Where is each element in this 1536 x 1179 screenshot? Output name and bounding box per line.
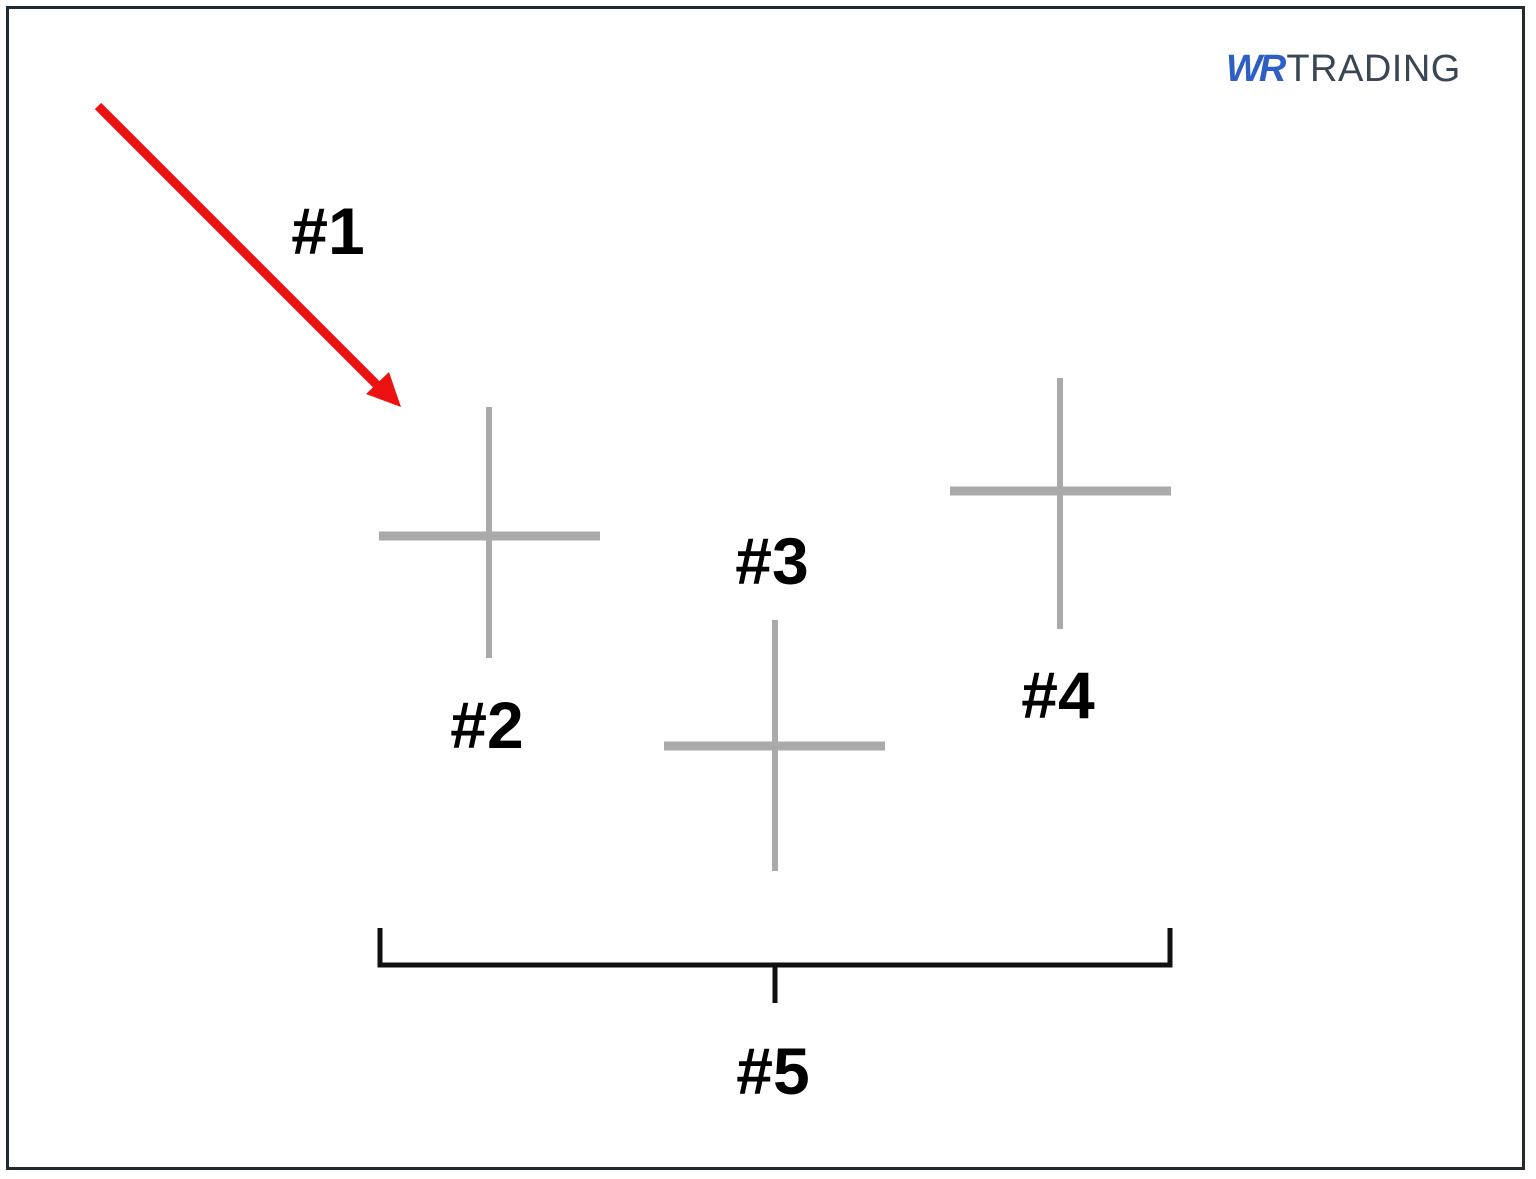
red-arrow [94, 102, 401, 407]
label-step-2: #2 [450, 688, 524, 762]
bracket-5-body [377, 928, 1173, 968]
label-step-1: #1 [291, 194, 365, 268]
cross-2 [379, 407, 600, 658]
logo-mark: WR [1226, 48, 1286, 90]
diagram-frame [6, 6, 1525, 1170]
label-step-3: #3 [735, 524, 809, 598]
red-arrow-shaft [94, 102, 388, 396]
label-step-5: #5 [736, 1034, 810, 1108]
cross-3 [664, 620, 885, 871]
cross-4 [950, 378, 1171, 629]
logo-word: TRADING [1286, 48, 1461, 90]
red-arrow-head [366, 372, 401, 407]
wr-trading-logo: WRTRADING [1226, 50, 1461, 88]
label-step-4: #4 [1021, 658, 1095, 732]
bracket-5 [377, 928, 1173, 1003]
